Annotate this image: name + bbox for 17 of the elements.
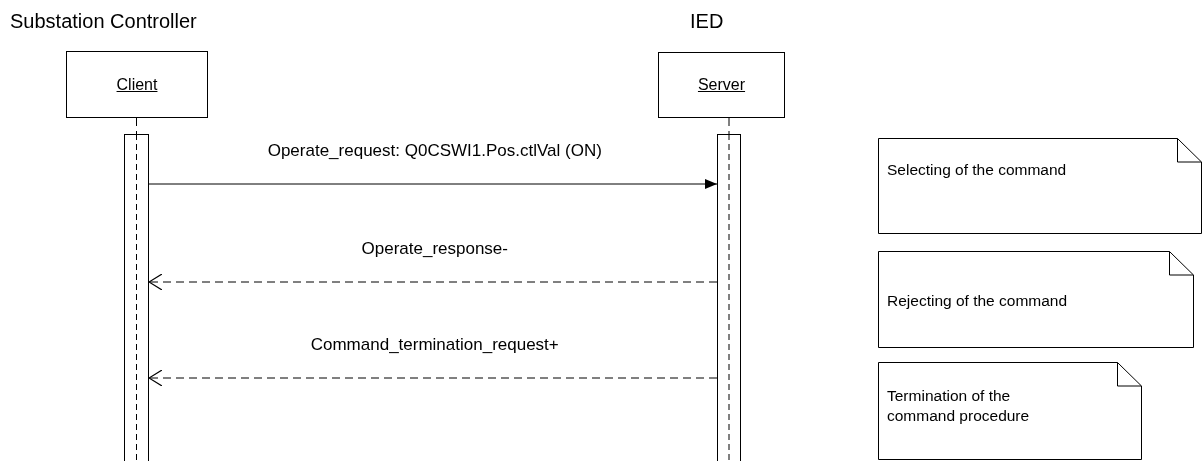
message-arrow — [148, 179, 718, 189]
note-text: Rejecting of the command — [887, 291, 1069, 311]
participant-name: Client — [116, 75, 158, 94]
message-label: Operate_response- — [359, 239, 510, 259]
note-text: Termination of the command procedure — [887, 386, 1031, 426]
lifeline — [136, 117, 137, 135]
activation-bar — [124, 134, 149, 461]
participant-name: Server — [697, 76, 746, 94]
note-text: Selecting of the command — [887, 160, 1068, 180]
message-arrow — [148, 369, 718, 387]
lifeline-heading: IED — [690, 10, 724, 33]
message-label: Operate_request: Q0CSWI1.Pos.ctlVal (ON) — [265, 141, 604, 161]
lifeline — [728, 117, 730, 135]
message-arrow — [148, 273, 718, 291]
activation-bar — [717, 134, 741, 461]
message-label: Command_termination_request+ — [308, 335, 561, 355]
lifeline-heading: Substation Controller — [10, 10, 197, 33]
